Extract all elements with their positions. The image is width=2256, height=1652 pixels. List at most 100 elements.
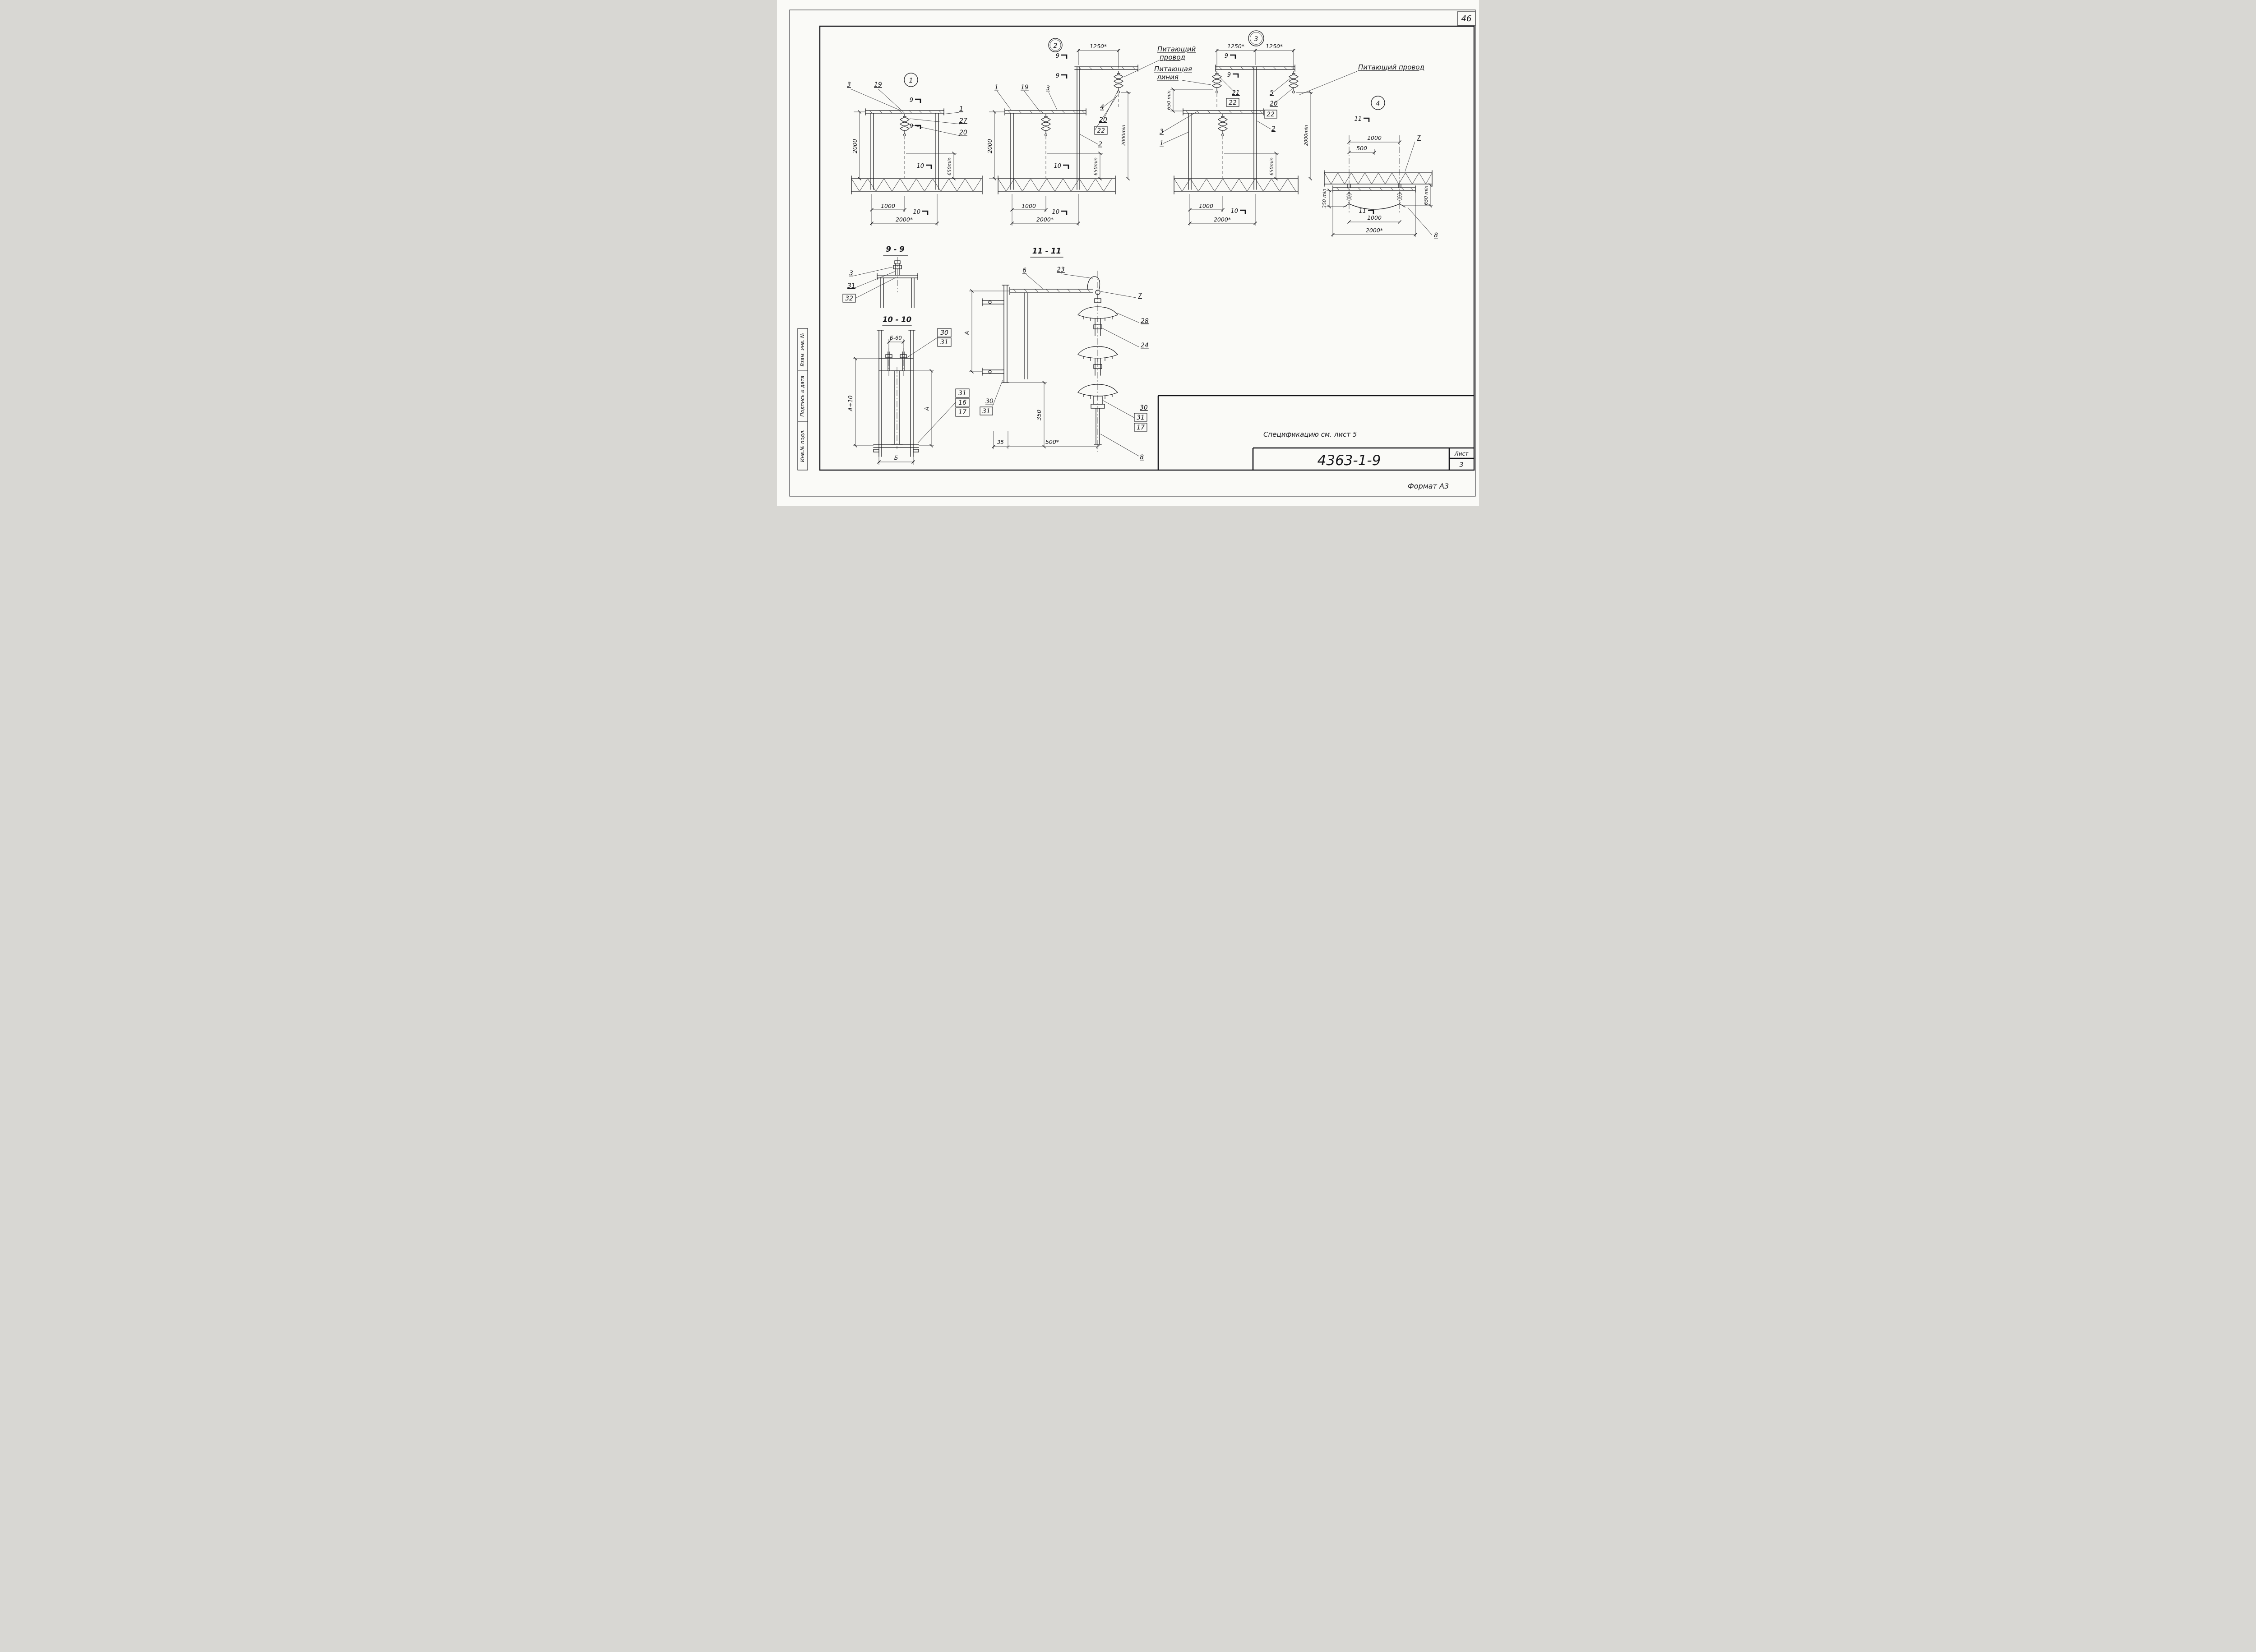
view2-label-4: 4	[1100, 104, 1104, 111]
section11-label-31-right: 31	[1137, 414, 1145, 421]
view4-dim-650min: 650 min	[1424, 185, 1429, 205]
view3-feeder-wire-note: Питающий провод	[1358, 63, 1424, 71]
section11-label-28: 28	[1141, 318, 1149, 325]
view2-label-20: 20	[1099, 116, 1107, 124]
insulator-glyph	[1041, 114, 1051, 136]
drawing-sheet: 4 6 Спецификацию см. лист 5 4363-1-9 Лист…	[777, 0, 1479, 506]
section10-title: 10 - 10	[883, 315, 911, 324]
stamp-inv: Инв.№ подл.	[800, 429, 805, 462]
doc-number: 4363-1-9	[1318, 452, 1381, 469]
view2-section9-mark-a: 9	[1056, 53, 1059, 60]
view3-label-20: 20	[1270, 100, 1278, 107]
section11-box-31-right	[1134, 413, 1147, 422]
format-note: Формат А3	[1408, 482, 1449, 490]
section11-label-6: 6	[1022, 267, 1026, 274]
view2-dim-1250star: 1250*	[1090, 43, 1107, 50]
hook-glyph	[1087, 276, 1100, 290]
section11-label-7: 7	[1138, 292, 1142, 300]
view3-dimension-lines	[1170, 49, 1313, 226]
view1-label-1: 1	[959, 106, 963, 113]
section11-label-30-right: 30	[1140, 404, 1148, 411]
section10-dimension-lines	[853, 339, 934, 465]
view1-structure-geometry	[851, 108, 983, 194]
section9-label-31: 31	[847, 282, 855, 290]
view1-leader-lines	[850, 88, 961, 136]
section11-box-31-left	[980, 406, 993, 415]
view3-feeder-line-note-line1: Питающая	[1154, 65, 1192, 73]
view3-section10-mark: 10	[1230, 208, 1238, 215]
view3-section-marks	[1230, 54, 1246, 214]
feeder-insulator-glyph	[1114, 71, 1123, 93]
view1-section-marks	[915, 98, 932, 215]
view4-label-8: 8	[1434, 232, 1438, 239]
section10-label-16: 16	[958, 399, 966, 406]
section11-label-24: 24	[1141, 342, 1149, 349]
section9-label-32-box	[842, 294, 856, 303]
section9-label-32: 32	[845, 295, 853, 302]
view4-number: 4	[1376, 100, 1380, 107]
view3-label-22a-box	[1226, 98, 1239, 107]
section10-dim-b: Б	[894, 454, 898, 461]
section10-label-30: 30	[940, 329, 948, 337]
section11-dim-500star: 500*	[1045, 438, 1059, 445]
view2-dim-2000min: 2000min	[1121, 125, 1127, 146]
view2-dim-2000: 2000	[986, 139, 993, 153]
section10-leader-lines	[906, 337, 956, 443]
feeder-insulator-left-glyph	[1212, 71, 1222, 93]
view2-label-2: 2	[1098, 141, 1102, 148]
view1-dim-1000: 1000	[881, 203, 895, 209]
view4-section-marks	[1364, 117, 1374, 214]
section11-dimension-lines	[969, 289, 1100, 449]
view1: 1 2000 650min 1000 2000* 9 9 10 10 3	[847, 73, 983, 226]
view3-feeder-line-note-line2: линия	[1156, 73, 1179, 81]
section11: 11 - 11	[963, 247, 1149, 461]
view3-dim-2000star: 2000*	[1214, 216, 1231, 223]
section9-leader-lines	[852, 267, 897, 299]
view2-section9-mark-b: 9	[1056, 73, 1059, 79]
view3-dim-2000min: 2000min	[1304, 125, 1309, 146]
section9-label-3: 3	[849, 270, 853, 277]
view4-dim-500: 500	[1356, 145, 1367, 152]
view3-label-22b-box	[1264, 110, 1277, 119]
view3-label-2: 2	[1271, 125, 1276, 133]
section10-geometry	[873, 330, 919, 457]
view1-dim-2000star: 2000*	[896, 216, 913, 223]
section11-dim-a: А	[963, 331, 970, 336]
view3-dim-1250star-left: 1250*	[1227, 43, 1244, 50]
view1-section9-mark-b: 9	[910, 123, 913, 130]
view3-label-1: 1	[1160, 140, 1164, 147]
view2-feeder-wire-note-line2: провод	[1160, 53, 1185, 61]
view4-leader-lines	[1405, 141, 1433, 235]
view2-section10-mark-a: 10	[1054, 163, 1061, 170]
spec-note: Спецификацию см. лист 5	[1263, 430, 1357, 438]
section10-box-31b	[955, 388, 970, 398]
section11-title: 11 - 11	[1032, 247, 1061, 255]
section9: 9 - 9 3 31 32	[842, 245, 918, 308]
view1-label-27: 27	[959, 117, 967, 125]
sheet-number: 3	[1460, 461, 1464, 469]
insulator-glyph	[900, 114, 910, 136]
view1-number: 1	[909, 77, 913, 84]
view3-dim-1250star-right: 1250*	[1266, 43, 1283, 50]
view2-dim-650min: 650min	[1093, 157, 1099, 175]
sheet-label: Лист	[1454, 451, 1469, 457]
section10-dim-a: А	[923, 407, 930, 411]
view2-number: 2	[1054, 42, 1058, 50]
view1-number-circle	[904, 73, 918, 87]
section11-dim-35: 35	[997, 439, 1004, 445]
view3-dim-650min-left: 650 min	[1166, 90, 1172, 110]
section10-box-16	[955, 398, 970, 407]
view2-label-3: 3	[1046, 85, 1050, 92]
view1-section10-mark-b: 10	[913, 209, 920, 216]
view2-structure-geometry	[998, 65, 1138, 194]
stamp-podpis: Подпись и дата	[800, 375, 805, 416]
view2-section-marks	[1061, 54, 1069, 215]
view2-dim-2000star: 2000*	[1036, 216, 1054, 223]
section11-label-23: 23	[1057, 266, 1065, 273]
view2-label-22-box	[1094, 126, 1108, 135]
view1-dim-650min: 650min	[947, 157, 952, 175]
section10-label-17: 17	[958, 409, 966, 416]
section11-dim-350: 350	[1036, 410, 1042, 420]
insulator-glyph	[1218, 114, 1228, 136]
view2-dim-1000: 1000	[1022, 203, 1036, 209]
